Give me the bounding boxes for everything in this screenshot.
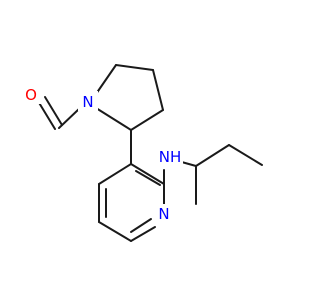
bond-aldehyde-double-1 xyxy=(37,100,56,130)
bond-formyl-n xyxy=(58,107,81,129)
bond-pyridine-c3-c2-inner xyxy=(135,170,161,186)
bond-pyridine-c6-c5 xyxy=(98,221,132,242)
pyrrolidine-nitrogen-label: N xyxy=(82,93,93,111)
bond-pyrrolidine-ca-cb xyxy=(115,64,154,71)
bond-pyridine-n-c6 xyxy=(130,226,156,242)
amine-nh-atom: NH xyxy=(155,146,183,166)
amine-nh-label: NH xyxy=(159,148,182,166)
pyrrolidine-nitrogen-atom: N xyxy=(78,91,98,111)
bond-ch2-ch3 xyxy=(228,144,263,166)
bond-pyridine-n-c6-inner xyxy=(130,218,152,233)
bond-pyrrolidine-cc-c2 xyxy=(130,109,164,131)
molecule-diagram: O N NH N xyxy=(21,64,263,242)
bond-pyrrolidine-cb-cc xyxy=(152,69,164,111)
bond-pyrrolidine-n-ca xyxy=(95,64,117,95)
bond-pyrrolidine-c2-n xyxy=(95,107,132,131)
pyridine-nitrogen-label: N xyxy=(158,205,169,223)
atom-labels: O N NH N xyxy=(21,84,183,224)
bond-ch-ch2 xyxy=(195,144,230,167)
pyridine-nitrogen-atom: N xyxy=(154,204,174,224)
bond-aldehyde-double-2 xyxy=(44,96,63,126)
bonds xyxy=(37,64,263,242)
bond-pyridine-c3-c2 xyxy=(130,163,165,185)
bond-pyridine-c4-c3 xyxy=(98,163,132,185)
oxygen-atom: O xyxy=(21,84,41,104)
structure-canvas: O N NH N xyxy=(21,64,263,242)
oxygen-label: O xyxy=(25,86,37,104)
